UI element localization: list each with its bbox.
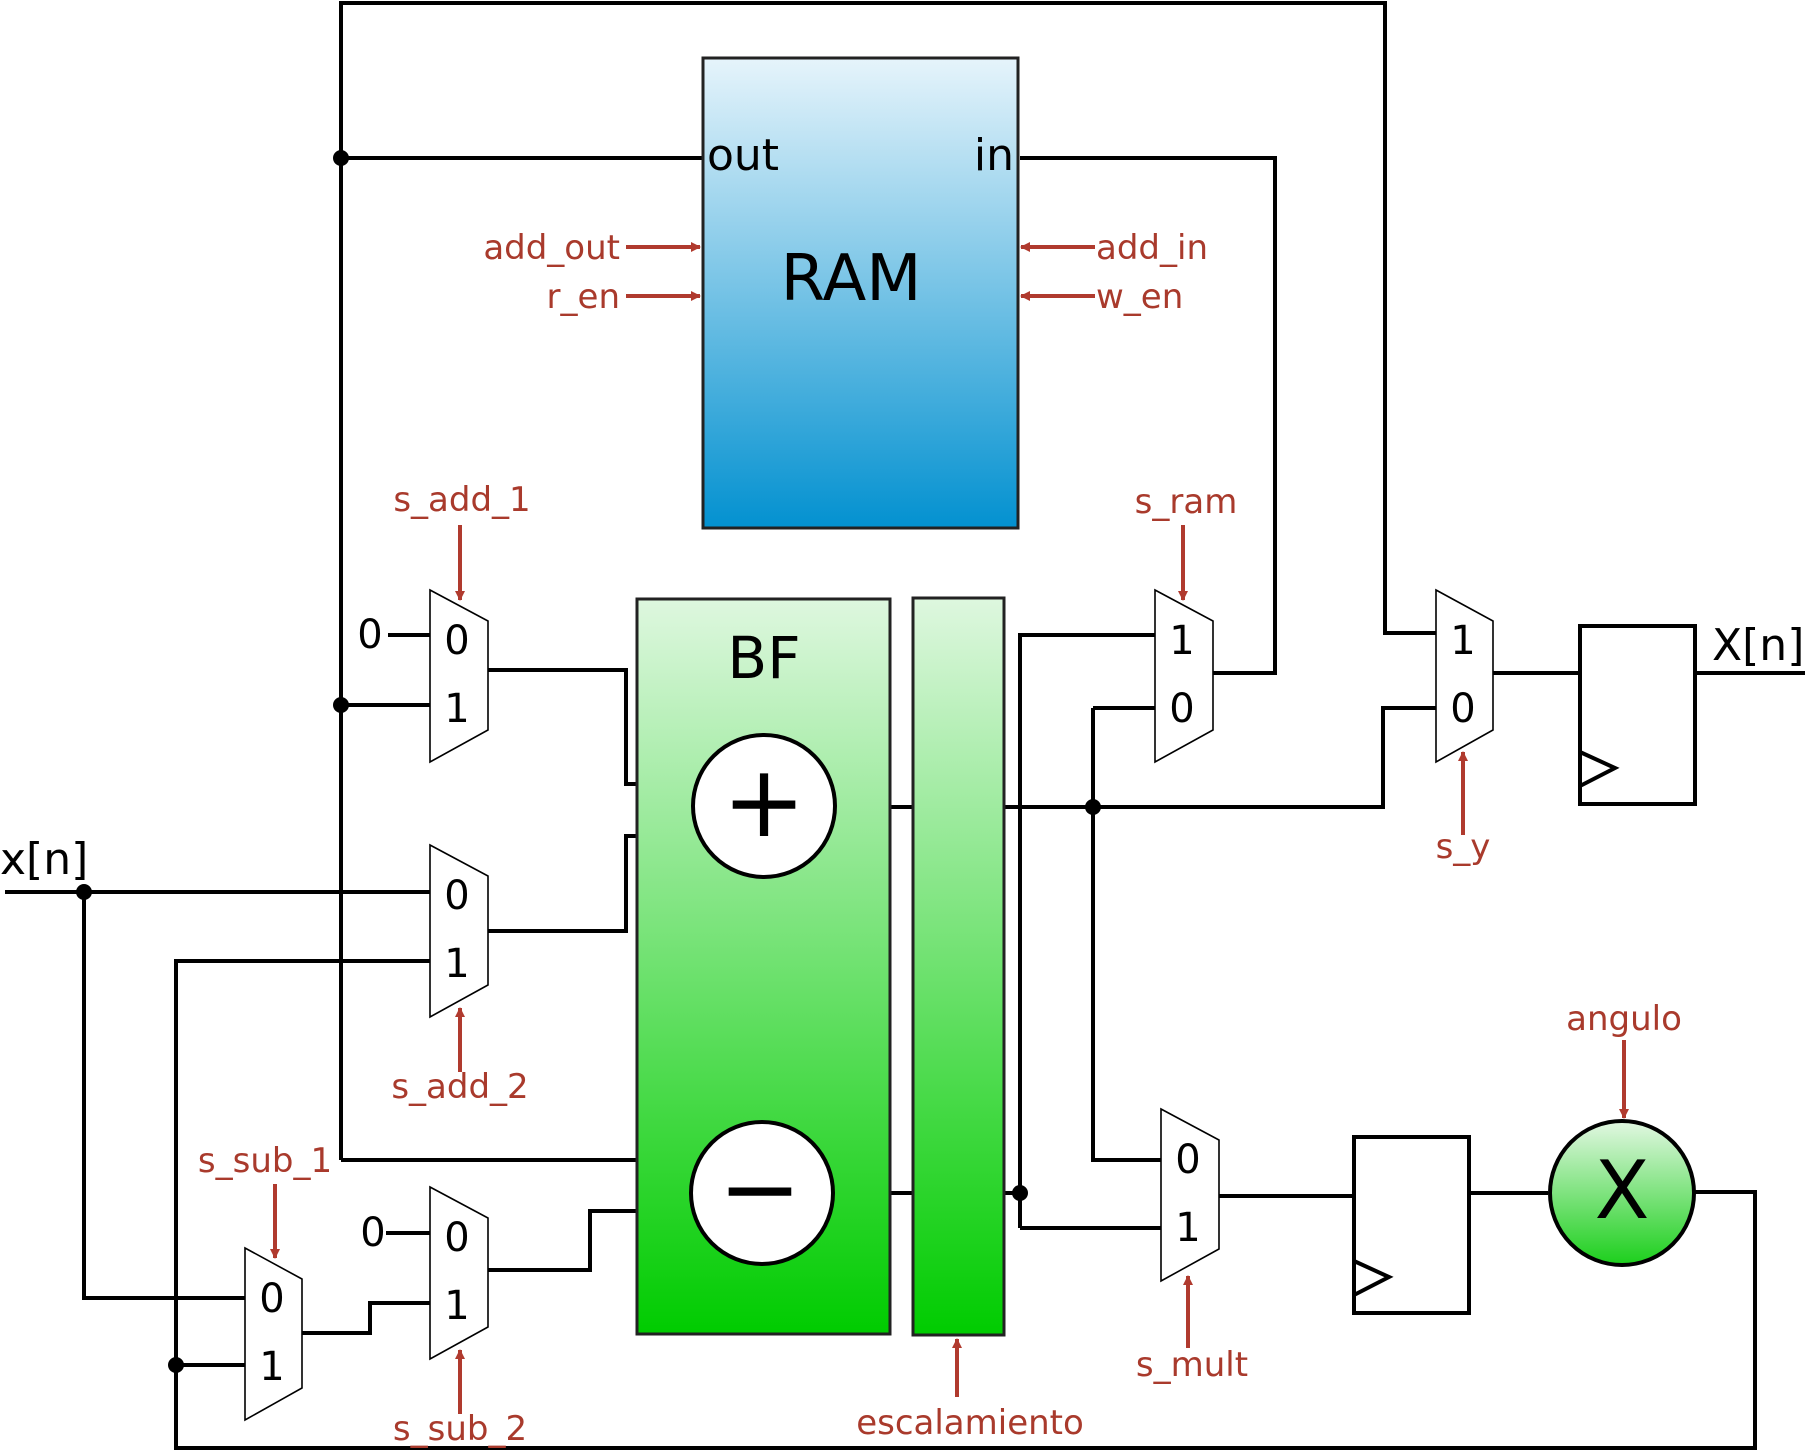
junction-dot xyxy=(1012,1185,1028,1201)
s-mult-label: s_mult xyxy=(1136,1345,1248,1385)
junction-dot xyxy=(76,884,92,900)
mux-ram-input-bottom: 0 xyxy=(1169,686,1194,732)
junction-dots xyxy=(76,150,1101,1373)
junction-dot xyxy=(333,150,349,166)
mux-add-2: 0 1 s_add_2 xyxy=(391,843,529,1107)
output-label: X[n] xyxy=(1712,620,1804,671)
mux-y: 1 0 s_y xyxy=(1435,588,1494,867)
junction-dot xyxy=(333,697,349,713)
scaling-block: escalamiento xyxy=(856,596,1084,1443)
output-register xyxy=(1578,624,1697,806)
mux-add-1-body xyxy=(429,588,489,764)
multiplier-symbol: X xyxy=(1595,1144,1650,1237)
mux-sub-1: 0 1 s_sub_1 xyxy=(198,1141,332,1422)
escalamiento-label: escalamiento xyxy=(856,1403,1084,1443)
mux-add-2-input-top: 0 xyxy=(444,873,469,919)
s-ram-label: s_ram xyxy=(1135,482,1238,522)
w-en-label: w_en xyxy=(1096,277,1183,317)
clock-triangle-icon xyxy=(1353,1259,1394,1297)
ram-block: RAM out in xyxy=(701,56,1020,530)
mux-add-1-input-bottom: 1 xyxy=(444,686,469,732)
ram-out-port: out xyxy=(707,130,779,181)
mux-sub-2-body xyxy=(429,1185,489,1361)
s-sub-2-label: s_sub_2 xyxy=(393,1409,527,1449)
subtractor-circle xyxy=(689,1120,835,1266)
scaling-box xyxy=(911,596,1006,1337)
mux-ram-input-top: 1 xyxy=(1169,618,1194,664)
const-zero-add: 0 xyxy=(357,612,382,658)
complex-multiplier: X angulo xyxy=(1548,999,1696,1267)
mux-add-1: 0 1 s_add_1 0 xyxy=(357,480,531,764)
s-add-1-label: s_add_1 xyxy=(393,480,530,520)
ram-controls: add_out r_en add_in w_en xyxy=(483,228,1208,317)
mux-sub-1-input-bottom: 1 xyxy=(259,1344,284,1390)
mux-mult-input-bottom: 1 xyxy=(1175,1205,1200,1251)
mux-sub-2-input-top: 0 xyxy=(444,1215,469,1261)
ram-title: RAM xyxy=(781,242,922,316)
adder: + xyxy=(691,733,837,879)
mux-add-1-input-top: 0 xyxy=(444,618,469,664)
input-label: x[n] xyxy=(0,834,88,885)
mult-register xyxy=(1352,1135,1471,1315)
mux-y-body xyxy=(1435,588,1494,764)
const-zero-sub: 0 xyxy=(360,1210,385,1256)
mux-sub-2: 0 1 s_sub_2 0 xyxy=(360,1185,527,1449)
s-y-label: s_y xyxy=(1436,827,1491,867)
add-out-label: add_out xyxy=(483,228,620,268)
multiplier-circle xyxy=(1548,1119,1696,1267)
add-in-label: add_in xyxy=(1096,228,1208,268)
adder-circle xyxy=(691,733,837,879)
mux-add-2-body xyxy=(429,843,489,1019)
bf-block: BF + − xyxy=(635,597,892,1336)
mux-mult: 0 1 s_mult xyxy=(1136,1107,1248,1385)
r-en-label: r_en xyxy=(547,277,620,317)
adder-symbol: + xyxy=(722,743,806,860)
subtractor-symbol: − xyxy=(718,1130,802,1247)
clock-triangle-icon xyxy=(1579,750,1620,788)
junction-dot xyxy=(1085,799,1101,815)
bf-title: BF xyxy=(727,624,800,692)
mux-mult-body xyxy=(1160,1107,1220,1283)
mux-ram: 1 0 s_ram xyxy=(1135,482,1238,764)
mux-sub-1-body xyxy=(244,1246,303,1422)
mux-y-input-top: 1 xyxy=(1450,618,1475,664)
mux-mult-input-top: 0 xyxy=(1175,1137,1200,1183)
mux-sub-1-input-top: 0 xyxy=(259,1276,284,1322)
mux-ram-body xyxy=(1154,588,1214,764)
mux-y-input-bottom: 0 xyxy=(1450,686,1475,732)
angulo-label: angulo xyxy=(1566,999,1682,1039)
mux-add-2-input-bottom: 1 xyxy=(444,941,469,987)
mux-sub-2-input-bottom: 1 xyxy=(444,1283,469,1329)
s-sub-1-label: s_sub_1 xyxy=(198,1141,332,1181)
s-add-2-label: s_add_2 xyxy=(391,1067,528,1107)
junction-dot xyxy=(168,1357,184,1373)
subtractor: − xyxy=(689,1120,835,1266)
ram-in-port: in xyxy=(974,130,1014,181)
ram-box xyxy=(701,56,1020,530)
